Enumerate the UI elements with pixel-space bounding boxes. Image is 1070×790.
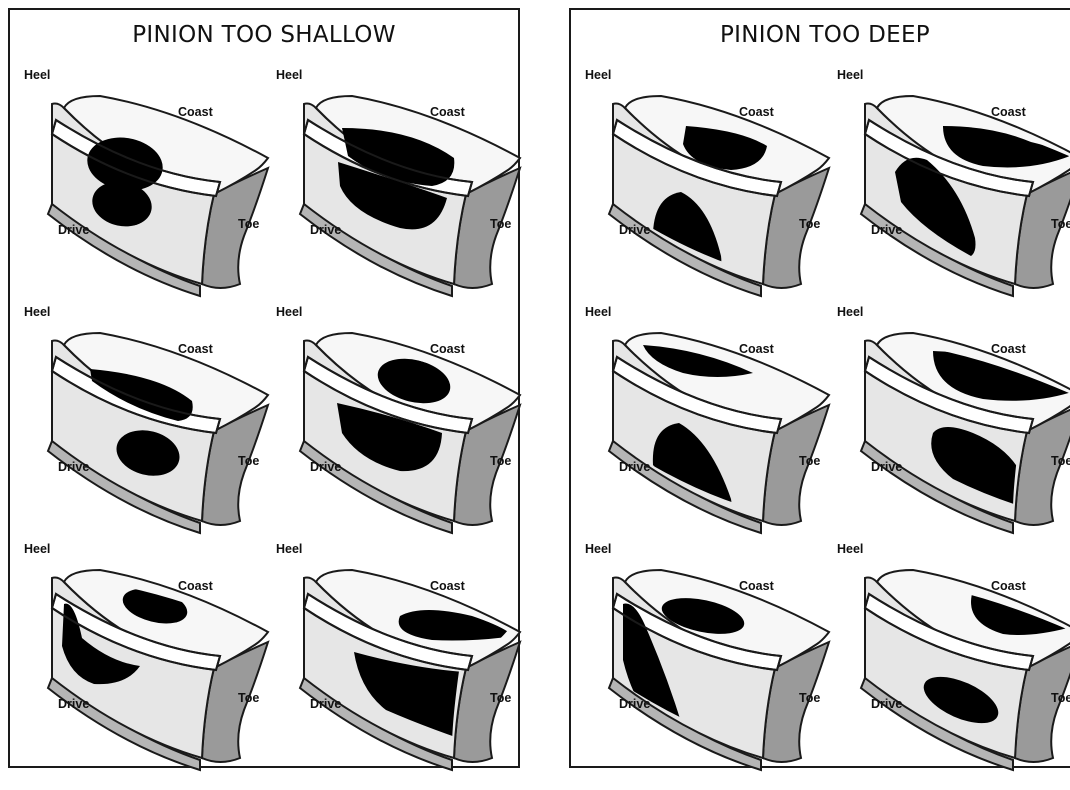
label-coast: Coast xyxy=(991,342,1026,356)
label-drive: Drive xyxy=(871,460,902,474)
label-drive: Drive xyxy=(310,697,341,711)
label-heel: Heel xyxy=(837,542,863,556)
label-coast: Coast xyxy=(178,105,213,119)
panel-title: PINION TOO DEEP xyxy=(571,22,1070,48)
label-coast: Coast xyxy=(739,342,774,356)
label-toe: Toe xyxy=(238,217,259,231)
label-drive: Drive xyxy=(58,460,89,474)
label-toe: Toe xyxy=(1051,454,1070,468)
label-toe: Toe xyxy=(799,454,820,468)
label-heel: Heel xyxy=(276,305,302,319)
label-drive: Drive xyxy=(310,460,341,474)
label-heel: Heel xyxy=(24,305,50,319)
label-coast: Coast xyxy=(430,105,465,119)
label-heel: Heel xyxy=(24,542,50,556)
label-heel: Heel xyxy=(276,542,302,556)
label-drive: Drive xyxy=(619,460,650,474)
label-toe: Toe xyxy=(490,691,511,705)
label-coast: Coast xyxy=(739,579,774,593)
label-coast: Coast xyxy=(739,105,774,119)
panel-title: PINION TOO SHALLOW xyxy=(10,22,518,48)
label-drive: Drive xyxy=(619,223,650,237)
label-toe: Toe xyxy=(490,217,511,231)
label-drive: Drive xyxy=(619,697,650,711)
label-toe: Toe xyxy=(1051,691,1070,705)
label-coast: Coast xyxy=(991,105,1026,119)
label-heel: Heel xyxy=(24,68,50,82)
label-heel: Heel xyxy=(585,305,611,319)
label-drive: Drive xyxy=(58,697,89,711)
label-heel: Heel xyxy=(837,68,863,82)
label-toe: Toe xyxy=(1051,217,1070,231)
label-drive: Drive xyxy=(58,223,89,237)
label-drive: Drive xyxy=(871,697,902,711)
label-coast: Coast xyxy=(991,579,1026,593)
label-toe: Toe xyxy=(238,454,259,468)
label-heel: Heel xyxy=(585,542,611,556)
label-toe: Toe xyxy=(799,217,820,231)
label-coast: Coast xyxy=(178,342,213,356)
label-drive: Drive xyxy=(871,223,902,237)
label-heel: Heel xyxy=(276,68,302,82)
label-drive: Drive xyxy=(310,223,341,237)
label-heel: Heel xyxy=(585,68,611,82)
label-coast: Coast xyxy=(430,342,465,356)
label-toe: Toe xyxy=(238,691,259,705)
label-coast: Coast xyxy=(178,579,213,593)
label-heel: Heel xyxy=(837,305,863,319)
label-toe: Toe xyxy=(799,691,820,705)
label-coast: Coast xyxy=(430,579,465,593)
label-toe: Toe xyxy=(490,454,511,468)
